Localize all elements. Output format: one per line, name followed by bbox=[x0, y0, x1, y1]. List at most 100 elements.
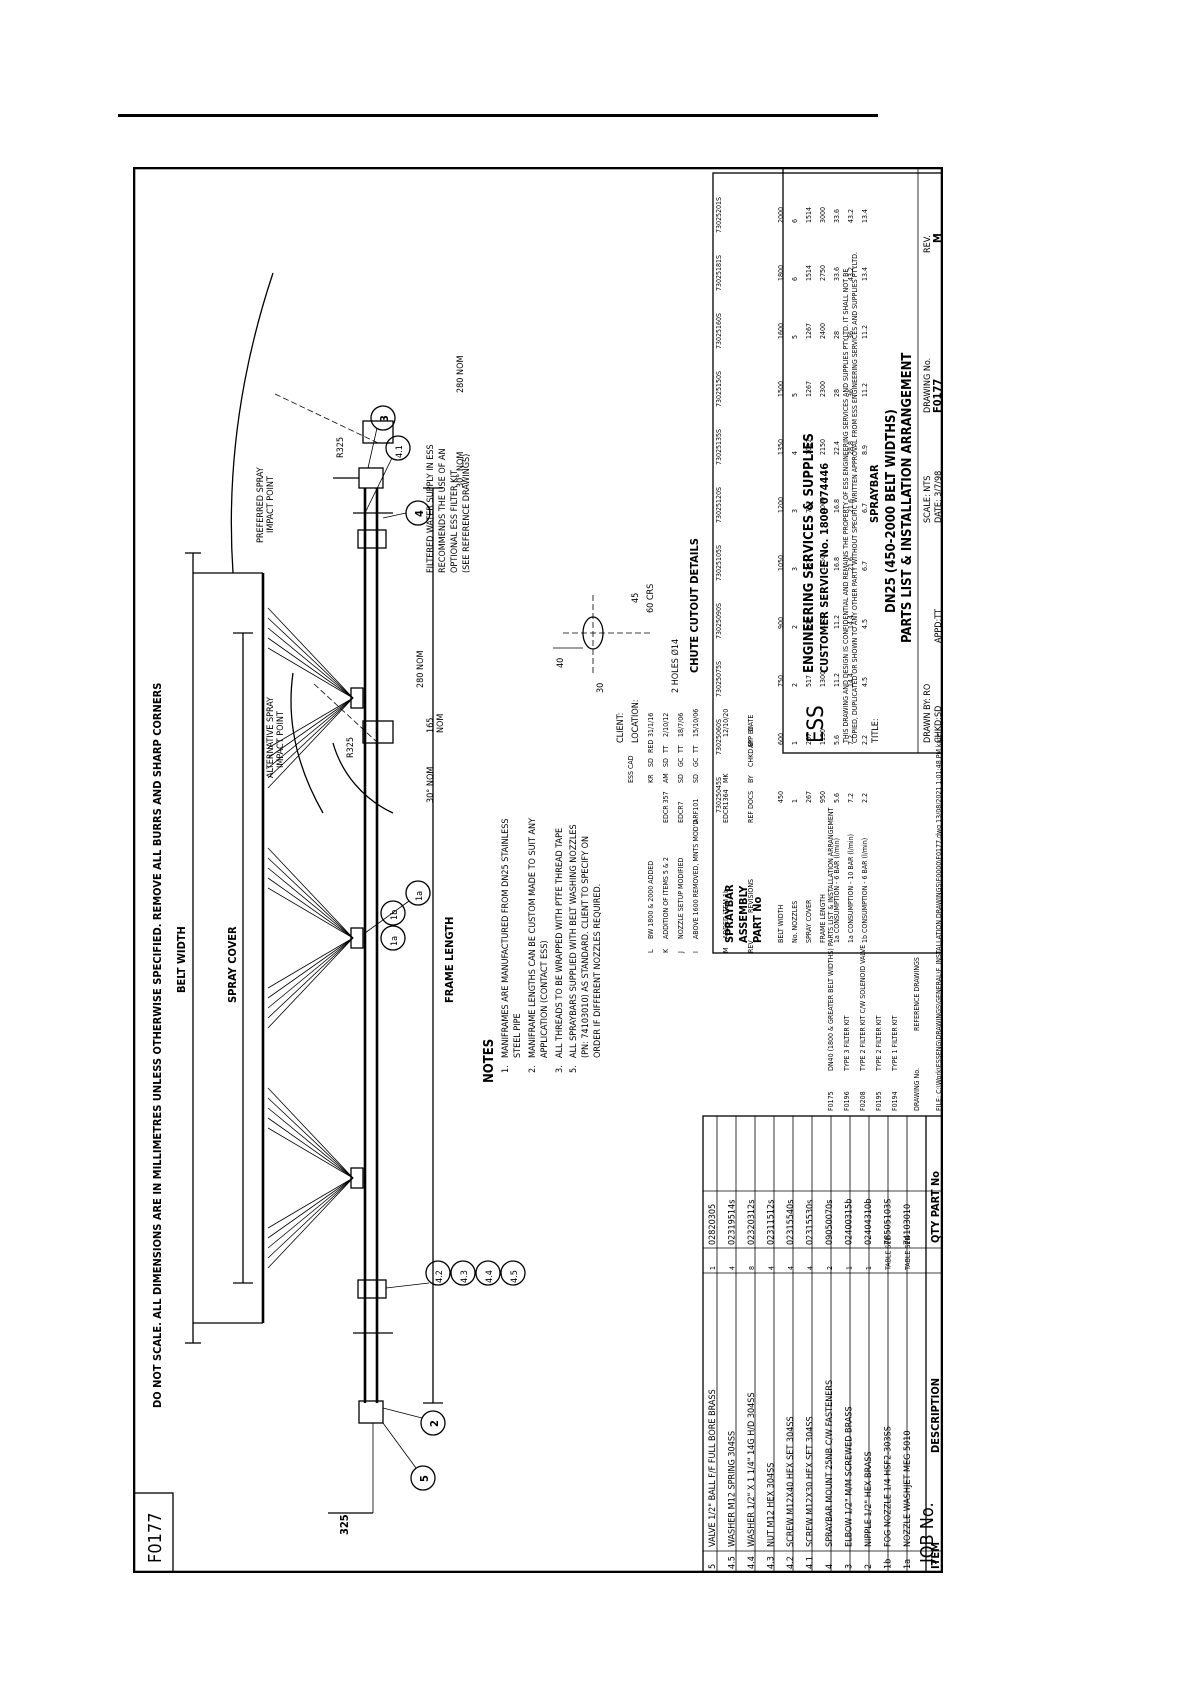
rev-header-date: DATE bbox=[747, 715, 755, 731]
spraybar-cell: 2150 bbox=[819, 439, 827, 455]
balloon-4-1 bbox=[385, 435, 411, 461]
balloon-1a-right bbox=[405, 880, 431, 906]
svg-text:APPLICATION (CONTACT ESS): APPLICATION (CONTACT ESS) bbox=[540, 940, 550, 1058]
parts-list bbox=[702, 1115, 944, 1574]
rev-ref: EDCR7 bbox=[677, 801, 685, 823]
rev-date: 15/10/06 bbox=[692, 709, 700, 737]
rev-header-appd: APP BY bbox=[747, 726, 755, 748]
spraybar-cell: 5 bbox=[791, 393, 799, 397]
header-rule bbox=[118, 114, 878, 117]
spraybar-cell: 517 bbox=[805, 675, 813, 687]
rev-desc: BW 1800 & 2000 ADDED bbox=[647, 861, 655, 939]
spraybar-cell: 1 bbox=[791, 799, 799, 803]
spraybar-part-no: 73025075S bbox=[715, 661, 723, 697]
parts-item-part-no: 02311512s bbox=[767, 1200, 777, 1245]
spraybar-cell: 11.2 bbox=[833, 615, 841, 629]
parts-item-desc: ELBOW 1/2" M/M SCREWED BRASS bbox=[845, 1406, 855, 1547]
nozzle-2 bbox=[350, 927, 364, 949]
spraybar-part-no: 73025160S bbox=[715, 313, 723, 349]
spraybar-part-no: 73025060S bbox=[715, 719, 723, 755]
spraybar-cell: 8.9 bbox=[861, 445, 869, 455]
spraybar-cell: 33.6 bbox=[833, 267, 841, 281]
rev-date: 18/7/06 bbox=[677, 713, 685, 737]
parts-header-item: ITEM bbox=[929, 1542, 942, 1569]
spraybar-cell: 1300 bbox=[819, 671, 827, 687]
spraybar-cell: 43.2 bbox=[847, 267, 855, 281]
drawing-sheet: F0177 DO NOT SCALE. ALL DIMENSIONS ARE I… bbox=[132, 166, 944, 1574]
svg-text:(SEE REFERENCE DRAWINGS): (SEE REFERENCE DRAWINGS) bbox=[462, 454, 472, 573]
drawing-overlay: BELT WIDTH SPRAY COVER bbox=[175, 167, 943, 1569]
spraybar-cell: 14.4 bbox=[847, 615, 855, 629]
svg-text:DRAWING No.: DRAWING No. bbox=[923, 358, 933, 413]
parts-item-qty: 2 bbox=[826, 1266, 834, 1270]
rev-appd: TT bbox=[692, 745, 700, 754]
spraybar-cell: 1514 bbox=[805, 207, 813, 223]
rev-letter: K bbox=[662, 948, 670, 953]
svg-text:4: 4 bbox=[413, 510, 426, 517]
spraybar-cell: 4.5 bbox=[861, 677, 869, 687]
spraybar-cell: 517 bbox=[805, 617, 813, 629]
valve bbox=[358, 1400, 384, 1424]
rev-date: 31/1/16 bbox=[647, 713, 655, 737]
spraybar-part-no: 73025045S bbox=[715, 777, 723, 813]
svg-text:2: 2 bbox=[428, 1420, 441, 1427]
filter-note: FILTERED WATER SUPPLY IN ESS RECOMMENDS … bbox=[426, 444, 472, 573]
confidential-1: THIS DRAWING AND DESIGN IS CONFIDENTIAL … bbox=[842, 269, 850, 744]
balloon-5 bbox=[410, 1465, 436, 1491]
svg-text:2.: 2. bbox=[528, 1065, 538, 1073]
rev-ref: EDCR 357 bbox=[662, 791, 670, 823]
spraybar-cell: 2 bbox=[791, 683, 799, 687]
parts-item-part-no: 02319514s bbox=[728, 1200, 738, 1245]
rev-header-desc: REVISIONS bbox=[747, 879, 755, 913]
spraybar-cell: 2.2 bbox=[861, 735, 869, 745]
rev-ref: EDCR1364 bbox=[722, 789, 730, 823]
rev-chkd: GC bbox=[677, 757, 685, 767]
balloon-1b bbox=[380, 900, 406, 926]
ref-drawing-no: F0195 bbox=[875, 1091, 883, 1111]
rev-letter: M bbox=[722, 948, 730, 953]
svg-text:1a: 1a bbox=[390, 936, 400, 946]
rev-desc: ABOVE 1600 REMOVED, MNTS MOD'D bbox=[692, 820, 700, 939]
spraybar-cell: 43.2 bbox=[847, 209, 855, 223]
svg-text:45: 45 bbox=[631, 593, 641, 603]
rev-by: SD bbox=[692, 774, 700, 783]
spraybar-cell: 7.2 bbox=[847, 735, 855, 745]
spray-fans bbox=[267, 607, 354, 1269]
spraybar-cell: 1750 bbox=[819, 555, 827, 571]
spraybar-cell: 1800 bbox=[777, 265, 785, 281]
svg-text:4.1: 4.1 bbox=[395, 445, 405, 458]
spraybar-cell: 2300 bbox=[819, 381, 827, 397]
job-no-label: JOB No. bbox=[917, 1502, 938, 1564]
spraybar-part-no: 73025105S bbox=[715, 545, 723, 581]
drawing-number: F0177 bbox=[931, 379, 943, 413]
spraybar-cell: 11.2 bbox=[861, 383, 869, 397]
rev-chkd: SD bbox=[662, 758, 670, 767]
svg-text:165: 165 bbox=[426, 718, 436, 733]
svg-text:ALTERNATIVE SPRAY: ALTERNATIVE SPRAY bbox=[266, 697, 276, 778]
parts-item-no: 4.1 bbox=[806, 1556, 816, 1569]
title-line-2: DN25 (450-2000 BELT WIDTHS) bbox=[884, 409, 899, 613]
parts-item-part-no: 74103010 bbox=[903, 1204, 913, 1245]
ref-drawing-title: TYPE 2 FILTER KIT bbox=[875, 1015, 883, 1072]
spraybar-cell: 16.8 bbox=[833, 557, 841, 571]
location-label: LOCATION: bbox=[631, 699, 641, 743]
spraybar-cell: 3 bbox=[791, 509, 799, 513]
parts-item-qty: 8 bbox=[748, 1266, 756, 1270]
parts-item-qty: 4 bbox=[807, 1266, 815, 1270]
rev-letter: J bbox=[677, 951, 685, 954]
revision-letter: M bbox=[931, 233, 943, 243]
mount-right bbox=[357, 529, 387, 549]
svg-text:5: 5 bbox=[418, 1475, 431, 1482]
spraybar-cell: 267 bbox=[805, 791, 813, 803]
svg-text:(PN: 74103010) AS STANDARD. CL: (PN: 74103010) AS STANDARD. CLIENT TO SP… bbox=[581, 836, 591, 1058]
svg-text:280 NOM: 280 NOM bbox=[416, 651, 426, 688]
parts-item-qty: 4 bbox=[768, 1266, 776, 1270]
rev-date: 12/10/20 bbox=[722, 709, 730, 737]
svg-text:IMPACT POINT: IMPACT POINT bbox=[266, 476, 276, 533]
spraybar-cell: 36 bbox=[847, 389, 855, 397]
svg-text:1a: 1a bbox=[415, 891, 425, 901]
svg-text:3.: 3. bbox=[555, 1065, 565, 1073]
svg-text:280 NOM: 280 NOM bbox=[456, 356, 466, 393]
parts-item-qty: TABLE SEE bbox=[885, 1237, 893, 1271]
spraybar-cell: 2400 bbox=[819, 323, 827, 339]
